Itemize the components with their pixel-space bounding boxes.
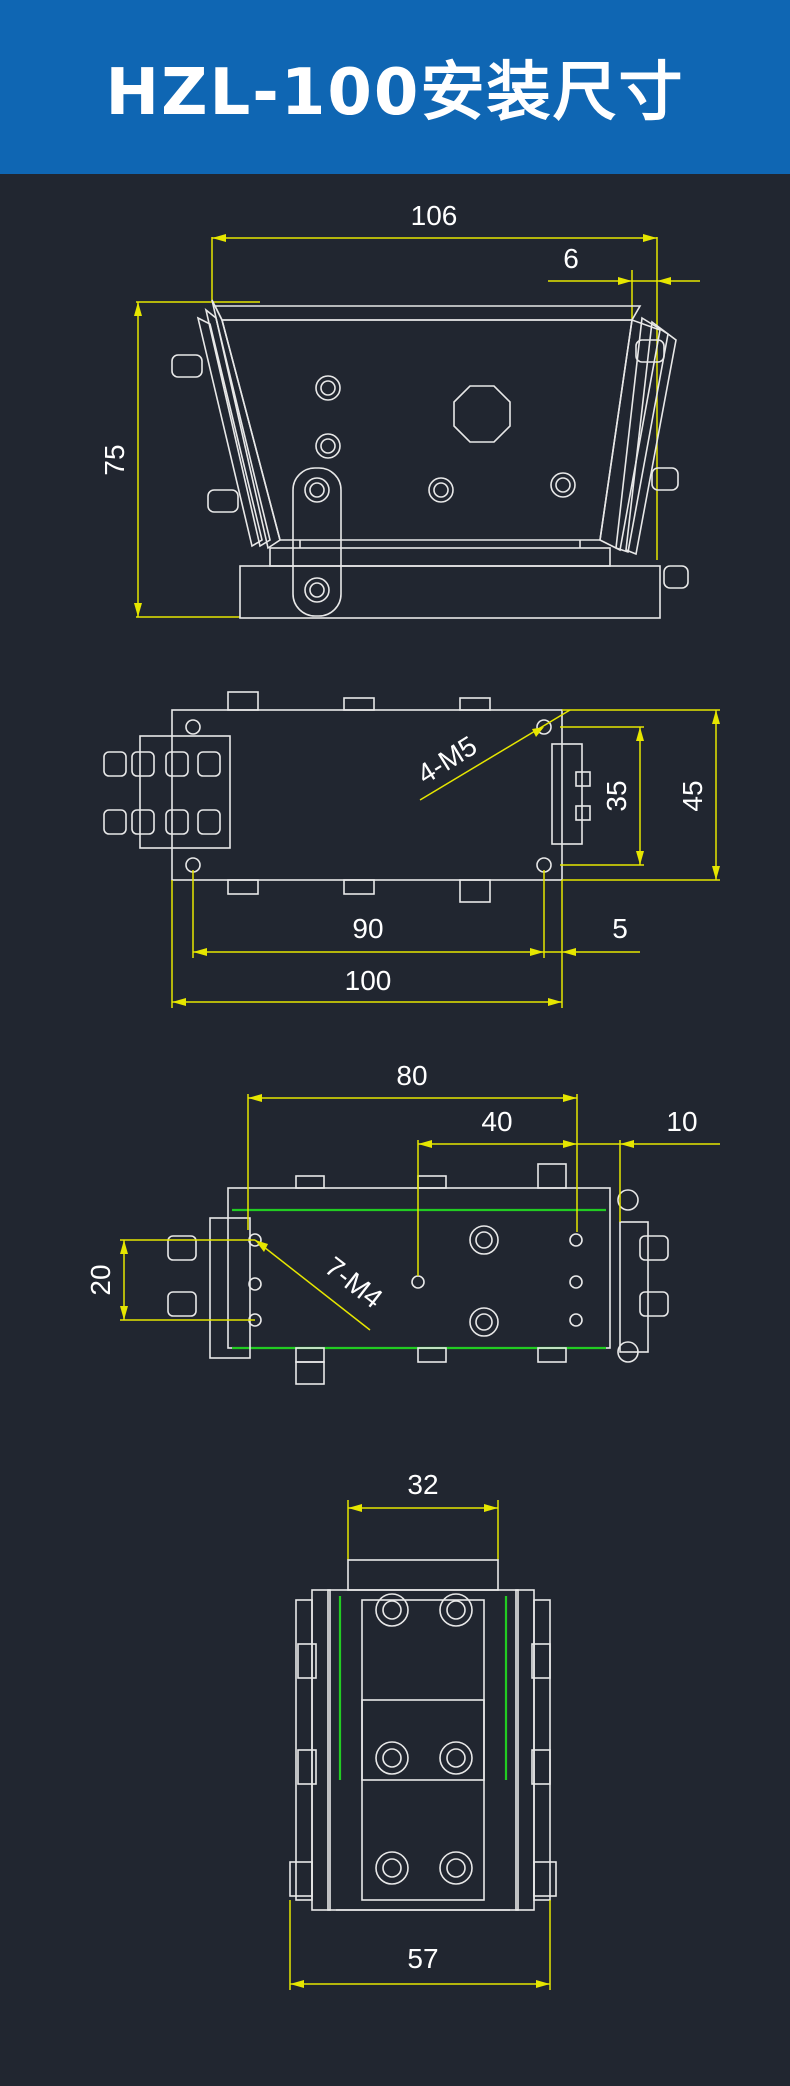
- dim-label-width: 106: [411, 200, 458, 231]
- dim-span-80: 80: [247, 1060, 578, 1232]
- view-end: 32: [289, 1469, 557, 1990]
- dim-mid-40: 40: [417, 1106, 577, 1276]
- view-side: 106 6 75: [99, 200, 700, 619]
- title-banner: HZL-100安装尺寸: [0, 0, 790, 174]
- view-top: 4-M5 35 45 90: [103, 691, 720, 1008]
- dim-bottom-57: 57: [289, 1900, 551, 1990]
- dim-top-32: 32: [347, 1469, 499, 1560]
- dim-label-mid: 40: [481, 1106, 512, 1137]
- dim-label-length: 100: [345, 965, 392, 996]
- dim-height-75: 75: [99, 301, 260, 618]
- view-bottom: 80 40 10 7-M4 20: [85, 1060, 720, 1385]
- dim-height-45: 45: [562, 709, 720, 881]
- dim-label-thread3: 7-M4: [319, 1251, 388, 1315]
- dim-label-span: 80: [396, 1060, 427, 1091]
- dim-label-offset: 6: [563, 243, 579, 274]
- dim-width-106: 106: [211, 200, 658, 560]
- dim-label-pitch-v3: 20: [85, 1264, 116, 1295]
- dim-label-edge: 5: [612, 913, 628, 944]
- dim-length-90: 90 5: [192, 870, 640, 1008]
- side-body: [171, 299, 689, 619]
- dim-label-pitch-v: 35: [601, 780, 632, 811]
- dim-label-bottom: 57: [407, 1943, 438, 1974]
- dim-offset-6: 6: [548, 243, 700, 320]
- dim-length-100: 100: [171, 880, 562, 1008]
- top-body: [103, 691, 591, 903]
- dim-thread-7m4: 7-M4: [254, 1239, 389, 1331]
- dim-pitch-20: 20: [85, 1239, 255, 1321]
- end-body: [289, 1559, 557, 1911]
- dim-label-height2: 45: [677, 780, 708, 811]
- dim-label-height: 75: [99, 444, 130, 475]
- dim-label-pitch-h: 90: [352, 913, 383, 944]
- page-title: HZL-100安装尺寸: [105, 56, 685, 130]
- dim-label-edge3: 10: [666, 1106, 697, 1137]
- dim-label-thread: 4-M5: [412, 730, 483, 790]
- dim-pitch-35: 35: [560, 726, 644, 866]
- drawing-canvas: 106 6 75: [85, 200, 720, 1990]
- bottom-body: [167, 1163, 669, 1385]
- dim-label-top: 32: [407, 1469, 438, 1500]
- dim-thread-4m5: 4-M5: [412, 709, 571, 801]
- dim-edge-10: 10: [577, 1106, 720, 1222]
